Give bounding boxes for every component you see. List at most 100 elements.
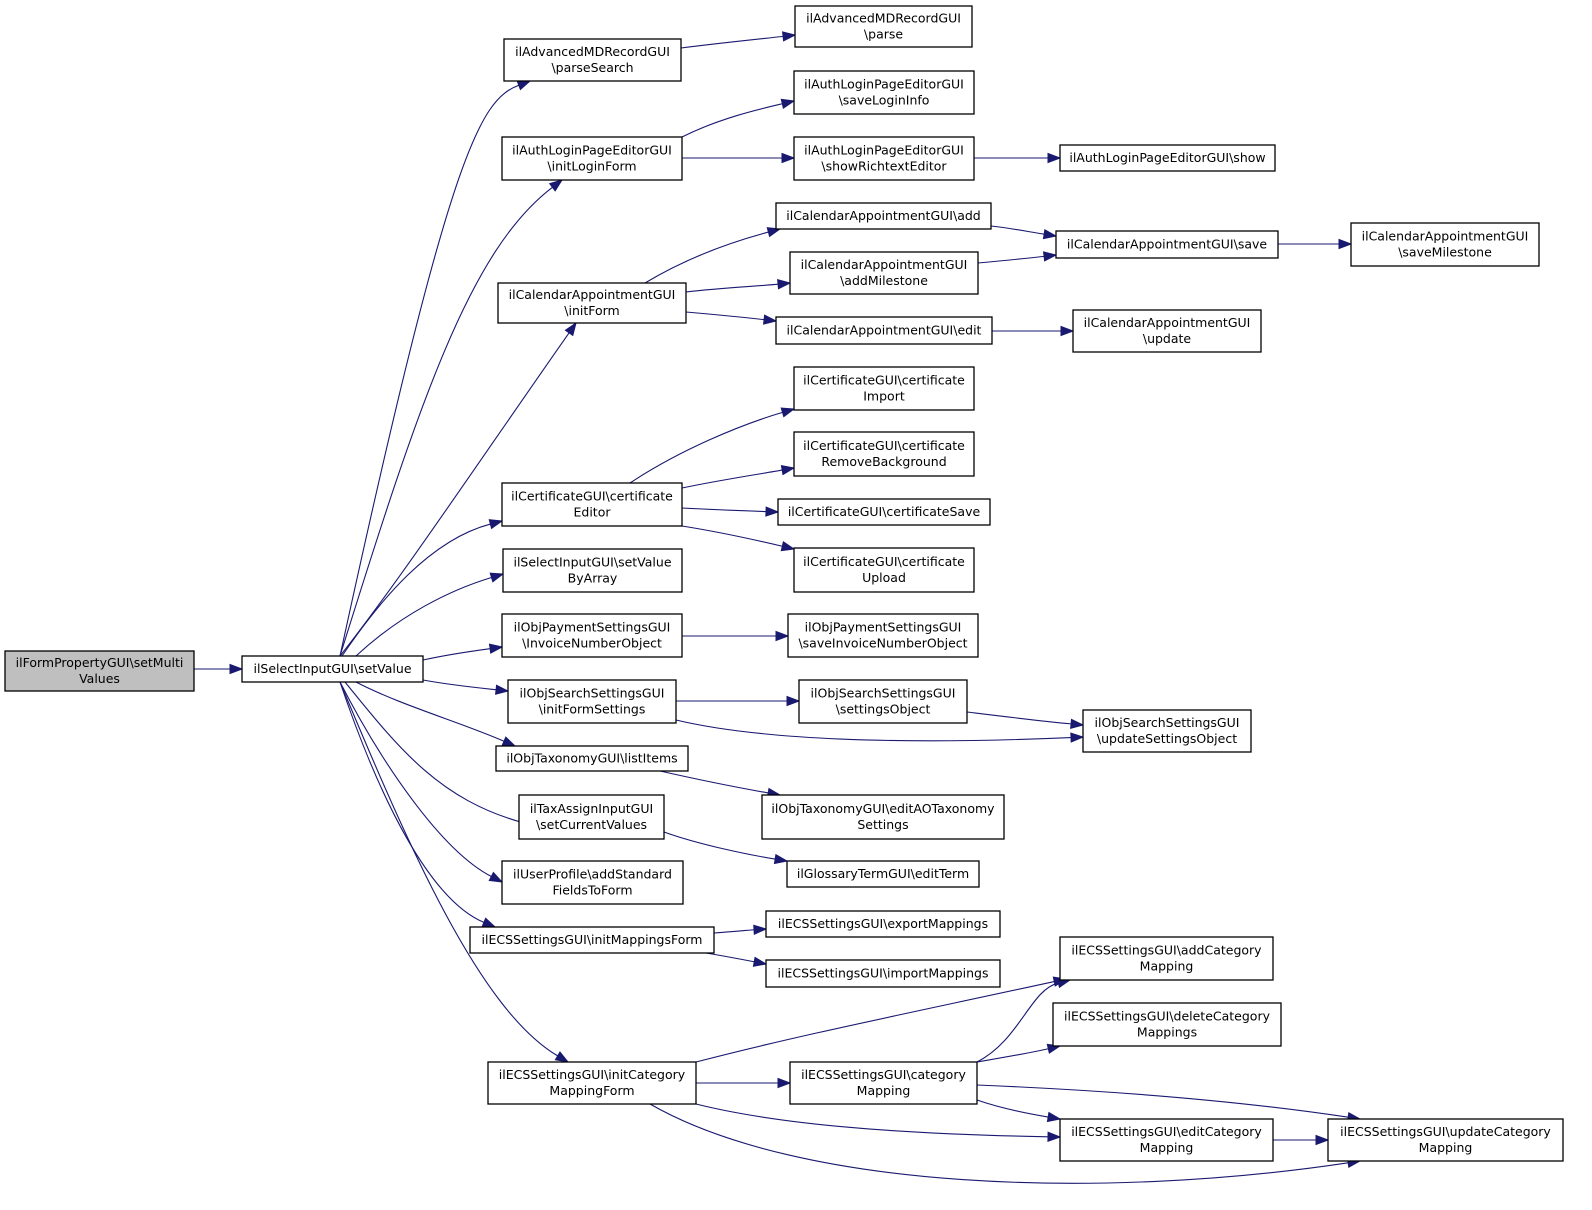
edge-initCategoryMappingForm-to-setValue xyxy=(339,681,570,1063)
node-setValue[interactable]: ilSelectInputGUI\setValue xyxy=(241,655,424,683)
edge-updateCategoryMapping-to-editCategoryMapping xyxy=(1273,1134,1330,1146)
node-box xyxy=(789,1061,978,1105)
node-label: ilCalendarAppointmentGUI\save xyxy=(1067,237,1268,252)
node-settingsObject[interactable]: ilObjSearchSettingsGUI\settingsObject xyxy=(798,679,968,724)
edge-editTerm-to-setCurrentValues xyxy=(663,831,789,865)
node-calAdd[interactable]: ilCalendarAppointmentGUI\add xyxy=(775,202,992,230)
edge-initLoginForm-to-setValue xyxy=(339,179,564,657)
node-label: ilCertificateGUI\certificateSave xyxy=(788,504,981,519)
node-showRichtextEditor[interactable]: ilAuthLoginPageEditorGUI\showRichtextEdi… xyxy=(793,136,975,181)
node-certRemoveBg[interactable]: ilCertificateGUI\certificateRemoveBackgr… xyxy=(793,431,975,477)
node-exportMappings[interactable]: ilECSSettingsGUI\exportMappings xyxy=(765,910,1001,938)
node-invoiceNumberObject[interactable]: ilObjPaymentSettingsGUI\InvoiceNumberObj… xyxy=(501,613,683,658)
node-box xyxy=(761,794,1005,840)
edge-setValueByArray-to-setValue xyxy=(355,572,505,657)
node-label: Mapping xyxy=(1419,1140,1473,1155)
node-label: Values xyxy=(79,671,120,686)
node-label: \parseSearch xyxy=(551,60,633,75)
node-box xyxy=(501,482,683,527)
node-label: ilECSSettingsGUI\addCategory xyxy=(1071,943,1262,958)
node-certSave[interactable]: ilCertificateGUI\certificateSave xyxy=(777,498,991,526)
node-box xyxy=(1350,222,1540,267)
node-calSaveMilestone[interactable]: ilCalendarAppointmentGUI\saveMilestone xyxy=(1350,222,1540,267)
node-setCurrentValues[interactable]: ilTaxAssignInputGUI\setCurrentValues xyxy=(518,794,665,840)
node-label: ilAdvancedMDRecordGUI xyxy=(515,44,670,59)
node-label: ilAuthLoginPageEditorGUI xyxy=(512,143,672,158)
node-box xyxy=(775,202,992,230)
node-label: \saveLoginInfo xyxy=(839,93,930,108)
node-label: ilAuthLoginPageEditorGUI xyxy=(804,77,964,92)
node-calSave[interactable]: ilCalendarAppointmentGUI\save xyxy=(1055,230,1279,259)
node-label: Mapping xyxy=(857,1083,911,1098)
node-initFormSettings[interactable]: ilObjSearchSettingsGUI\initFormSettings xyxy=(507,679,677,724)
edge-updateSettingsObject-to-initFormSettings xyxy=(675,719,1085,743)
node-label: Mapping xyxy=(1140,1140,1194,1155)
edge-exportMappings-to-initMappingsForm xyxy=(713,924,768,935)
node-saveInvoiceNumberObject[interactable]: ilObjPaymentSettingsGUI\saveInvoiceNumbe… xyxy=(787,613,979,658)
node-parseSearch[interactable]: ilAdvancedMDRecordGUI\parseSearch xyxy=(503,38,682,82)
node-box xyxy=(507,679,677,724)
node-calAddMilestone[interactable]: ilCalendarAppointmentGUI\addMilestone xyxy=(789,251,979,295)
node-label: RemoveBackground xyxy=(821,454,946,469)
node-box xyxy=(501,613,683,658)
node-label: ilCertificateGUI\certificate xyxy=(803,373,965,388)
node-label: ilSelectInputGUI\setValue xyxy=(253,661,411,676)
node-box xyxy=(777,498,991,526)
node-authShow[interactable]: ilAuthLoginPageEditorGUI\show xyxy=(1059,144,1276,172)
node-importMappings[interactable]: ilECSSettingsGUI\importMappings xyxy=(765,959,1001,988)
node-calUpdate[interactable]: ilCalendarAppointmentGUI\update xyxy=(1072,309,1262,353)
node-mdParse[interactable]: ilAdvancedMDRecordGUI\parse xyxy=(794,5,973,48)
node-box xyxy=(789,251,979,295)
node-saveLoginInfo[interactable]: ilAuthLoginPageEditorGUI\saveLoginInfo xyxy=(793,70,975,115)
node-label: ilGlossaryTermGUI\editTerm xyxy=(797,866,969,881)
node-box xyxy=(787,613,979,658)
edge-editAOTaxonomy-to-listItems xyxy=(659,770,782,798)
node-updateSettingsObject[interactable]: ilObjSearchSettingsGUI\updateSettingsObj… xyxy=(1082,709,1252,753)
node-box xyxy=(793,136,975,181)
node-initMappingsForm[interactable]: ilECSSettingsGUI\initMappingsForm xyxy=(469,926,715,954)
node-label: ilCertificateGUI\certificate xyxy=(803,554,965,569)
edge-updateCategoryMapping-to-categoryMapping xyxy=(976,1084,1362,1123)
node-box xyxy=(1059,1118,1274,1162)
node-label: ilObjTaxonomyGUI\listItems xyxy=(506,751,677,766)
node-label: ilCalendarAppointmentGUI xyxy=(509,287,676,302)
edge-calEdit-to-initForm xyxy=(685,311,778,325)
node-box xyxy=(798,679,968,724)
node-label: ilCalendarAppointmentGUI\edit xyxy=(787,323,982,338)
node-label: \initFormSettings xyxy=(539,702,646,717)
edge-certUpload-to-certEditor xyxy=(681,525,796,552)
node-initLoginForm[interactable]: ilAuthLoginPageEditorGUI\initLoginForm xyxy=(501,136,683,181)
node-label: ilCertificateGUI\certificate xyxy=(803,438,965,453)
node-label: Import xyxy=(863,389,905,404)
node-label: ilECSSettingsGUI\exportMappings xyxy=(778,916,988,931)
edge-invoiceNumberObject-to-setValue xyxy=(422,643,504,661)
node-label: ilUserProfile\addStandard xyxy=(513,867,672,882)
node-initForm[interactable]: ilCalendarAppointmentGUI\initForm xyxy=(497,282,687,324)
node-calEdit[interactable]: ilCalendarAppointmentGUI\edit xyxy=(775,316,993,345)
edge-addCategoryMapping-to-initCategoryMappingForm xyxy=(695,976,1068,1063)
node-box xyxy=(501,136,683,181)
node-editTerm[interactable]: ilGlossaryTermGUI\editTerm xyxy=(786,860,980,888)
node-label: ilCalendarAppointmentGUI xyxy=(1084,315,1251,330)
edge-certEditor-to-setValue xyxy=(341,519,504,657)
node-listItems[interactable]: ilObjTaxonomyGUI\listItems xyxy=(495,745,689,772)
node-box xyxy=(501,860,684,905)
node-label: ilObjPaymentSettingsGUI xyxy=(514,620,671,635)
node-box xyxy=(503,38,682,82)
node-box xyxy=(1072,309,1262,353)
node-label: ilAuthLoginPageEditorGUI\show xyxy=(1069,150,1265,165)
node-label: \saveInvoiceNumberObject xyxy=(798,636,967,651)
